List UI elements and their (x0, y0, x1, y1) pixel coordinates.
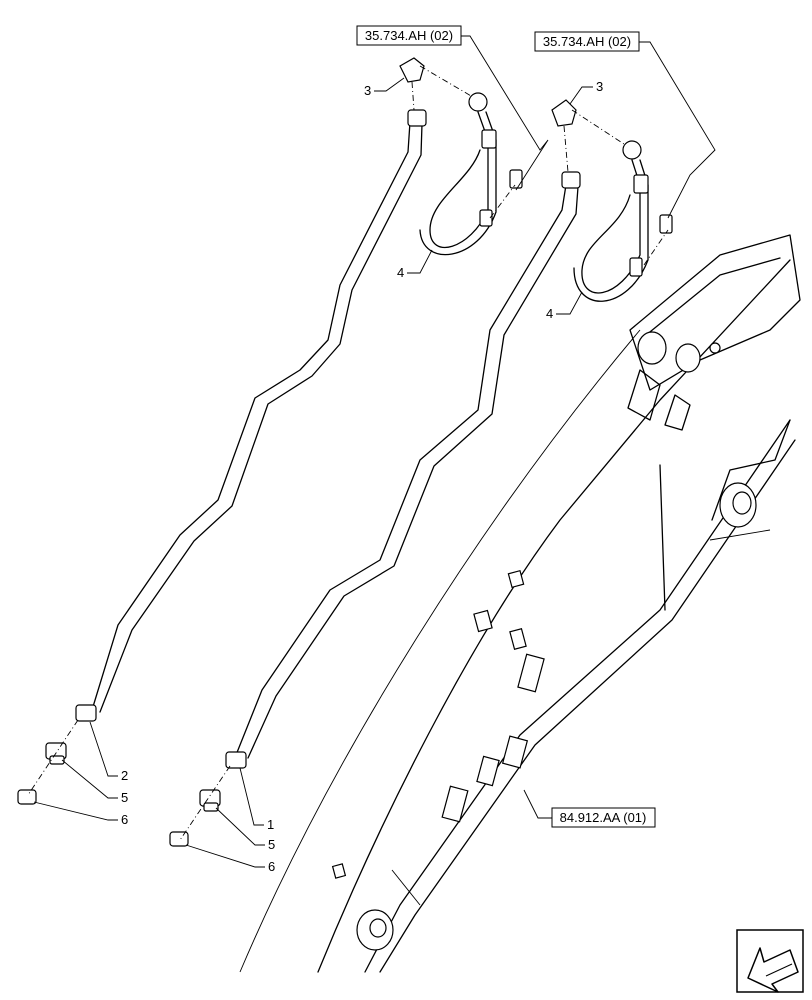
ref-leader-left (461, 35, 549, 191)
arrow-back-icon[interactable] (736, 929, 804, 993)
callouts: 3 3 4 4 2 5 6 1 5 6 (33, 77, 603, 874)
boom-clamps (331, 569, 545, 879)
callout-5-left: 5 (121, 790, 128, 805)
callout-5-right: 5 (268, 837, 275, 852)
callout-2: 2 (121, 768, 128, 783)
boom-structure (239, 234, 801, 973)
callout-4-left: 4 (397, 265, 404, 280)
ref-leader-right (639, 41, 716, 219)
pipe-left (17, 57, 523, 805)
ref-label-boom: 84.912.AA (01) (560, 810, 647, 825)
pipe-right (169, 99, 673, 847)
callout-6-left: 6 (121, 812, 128, 827)
callout-3-right: 3 (596, 79, 603, 94)
ref-label-right: 35.734.AH (02) (543, 34, 631, 49)
ref-leader-boom (523, 789, 552, 819)
callout-1: 1 (267, 817, 274, 832)
callout-6-right: 6 (268, 859, 275, 874)
ref-box-boom[interactable]: 84.912.AA (01) (551, 807, 656, 828)
ref-label-left: 35.734.AH (02) (365, 28, 453, 43)
ref-box-left[interactable]: 35.734.AH (02) (356, 25, 462, 46)
callout-4-right: 4 (546, 306, 553, 321)
callout-3-left: 3 (364, 83, 371, 98)
ref-box-right[interactable]: 35.734.AH (02) (534, 31, 640, 52)
